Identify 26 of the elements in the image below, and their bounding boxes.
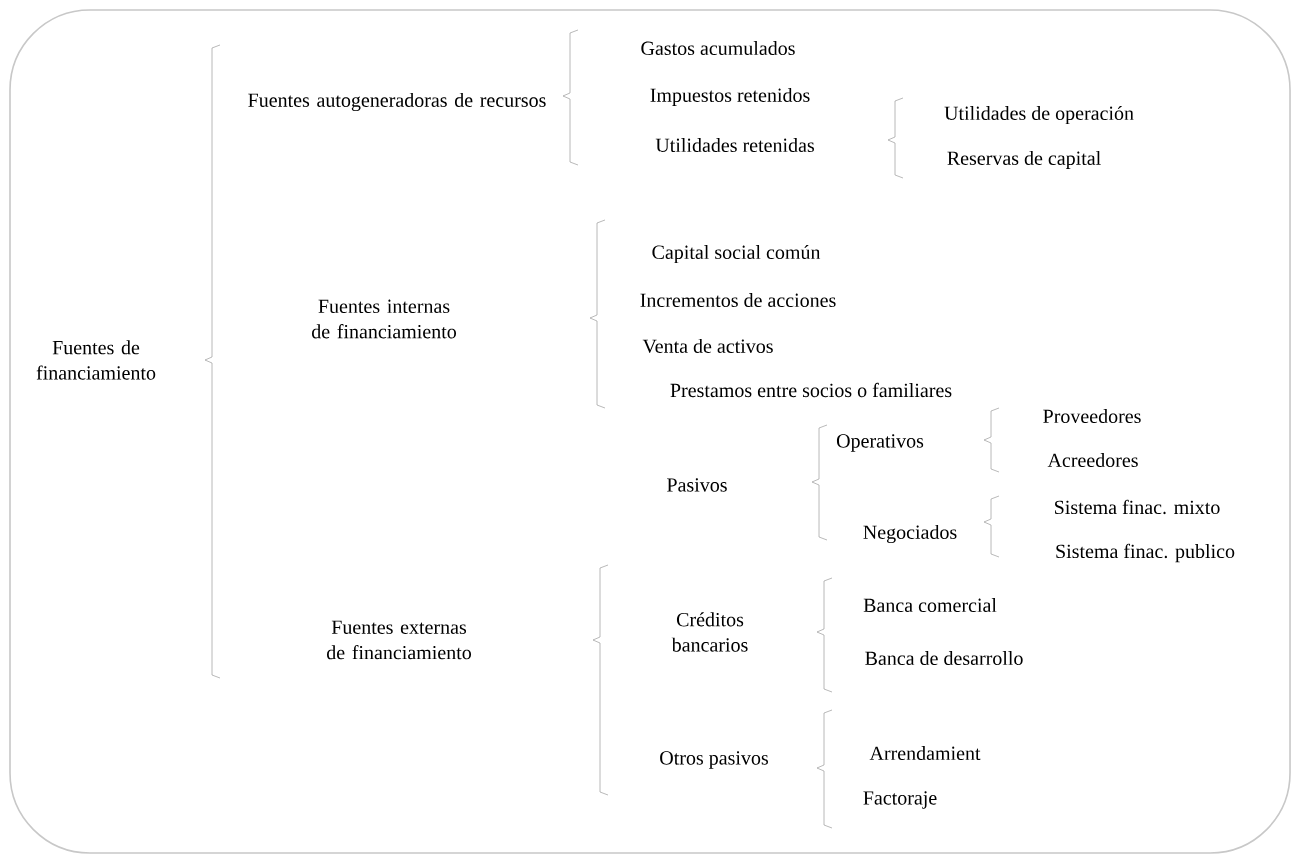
tree-label: Acreedores bbox=[1047, 453, 1138, 468]
tree-label: Fuentes de financiamiento bbox=[36, 340, 156, 380]
tree-label: Gastos acumulados bbox=[641, 40, 795, 56]
tree-label: Negociados bbox=[863, 524, 957, 544]
tree-label: Utilidades de operación bbox=[944, 105, 1134, 125]
tree-label: Créditos bancarios bbox=[671, 612, 748, 652]
tree-label: Venta de activos bbox=[642, 338, 773, 354]
tree-label: Impuestos retenidos bbox=[650, 87, 810, 107]
tree-label: Proveedores bbox=[1043, 409, 1141, 424]
tree-label: Fuentes internas de financiamiento bbox=[312, 299, 456, 339]
tree-label: Banca comercial bbox=[863, 598, 997, 613]
tree-label: Reservas de capital bbox=[947, 150, 1101, 170]
tree-label: Fuentes externas de financiamiento bbox=[327, 620, 471, 660]
tree-label: Sistema finac. publico bbox=[1056, 543, 1235, 563]
tree-label: Sistema finac. mixto bbox=[1055, 499, 1220, 515]
tree-label: Banca de desarrollo bbox=[865, 651, 1023, 666]
tree-label: Capital social común bbox=[652, 244, 821, 264]
tree-label: Factoraje bbox=[863, 791, 937, 809]
tree-label: Arrendamient bbox=[869, 746, 981, 761]
tree-label: Incrementos de acciones bbox=[640, 293, 836, 308]
tree-label: Pasivos bbox=[667, 478, 727, 492]
tree-label: Prestamos entre socios o familiares bbox=[670, 382, 952, 398]
tree-label: Otros pasivos bbox=[660, 751, 768, 769]
tree-label: Operativos bbox=[836, 434, 924, 452]
tree-label: Utilidades retenidas bbox=[655, 138, 814, 153]
tree-label: Fuentes autogeneradoras de recursos bbox=[248, 92, 546, 112]
